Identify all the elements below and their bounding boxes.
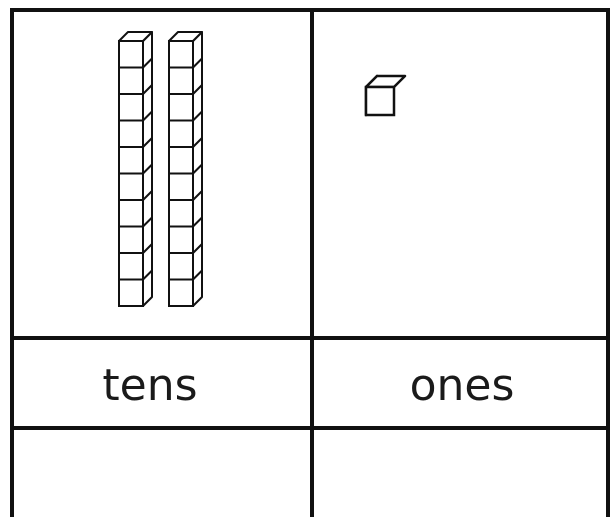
tens-answer-cell[interactable] — [14, 430, 310, 517]
tens-column-label: tens — [102, 360, 197, 411]
tens-rod-1 — [119, 32, 152, 306]
tens-rod-2 — [169, 32, 202, 306]
ones-column-label: ones — [410, 360, 515, 411]
ones-answer-cell[interactable] — [314, 430, 606, 517]
tens-blocks-area — [119, 32, 202, 306]
ones-cube-1 — [366, 76, 405, 115]
ones-blocks-area — [366, 76, 405, 115]
